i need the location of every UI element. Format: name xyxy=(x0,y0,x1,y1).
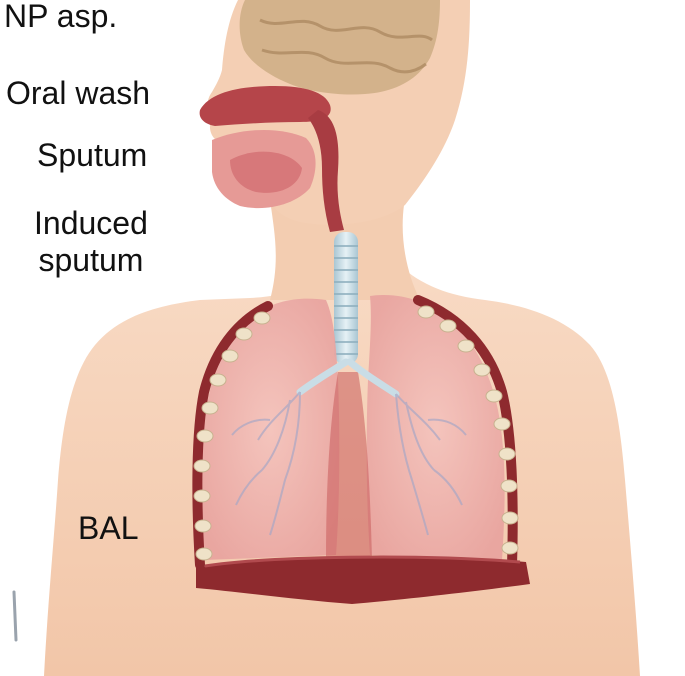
sputum-label: Sputum xyxy=(37,137,147,174)
induced-sputum-label: Induced sputum xyxy=(34,205,148,279)
oral-wash-label: Oral wash xyxy=(6,75,150,112)
bal-label: BAL xyxy=(78,510,138,547)
trachea xyxy=(334,232,358,364)
induced-sputum-line2: sputum xyxy=(34,242,148,279)
np-asp-label: NP asp. xyxy=(4,0,117,35)
induced-sputum-line1: Induced xyxy=(34,205,148,242)
edge-mark xyxy=(14,592,16,640)
